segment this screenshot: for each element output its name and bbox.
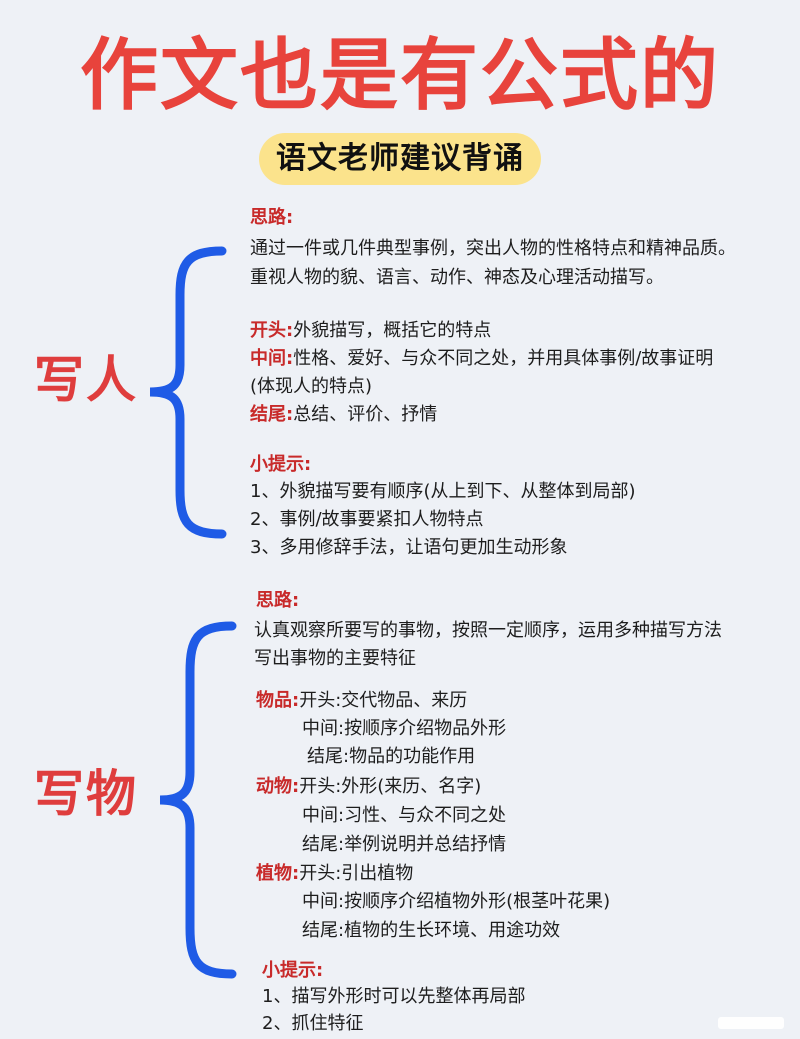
structure-key: 中间: <box>250 348 294 369</box>
object-category-line: 中间:习性、与众不同之处 <box>302 805 507 826</box>
object-category-line: 物品:开头:交代物品、来历 <box>256 688 467 714</box>
object-category-line: 中间:按顺序介绍物品外形 <box>302 718 507 739</box>
object-thinking-line: 认真观察所要写的事物，按照一定顺序，运用多种描写方法 <box>254 620 722 641</box>
person-structure-line: 开头:外貌描写，概括它的特点 <box>250 318 491 344</box>
person-tips-heading: 小提示: <box>250 454 312 475</box>
person-structure-line: 中间:性格、爱好、与众不同之处，并用具体事例/故事证明 <box>250 346 713 372</box>
object-category-line: 植物:开头:引出植物 <box>256 861 413 887</box>
category-name: 动物: <box>256 776 300 797</box>
structure-text: (体现人的特点) <box>250 376 373 397</box>
object-thinking-line: 写出事物的主要特征 <box>254 648 416 669</box>
person-thinking-line: 通过一件或几件典型事例，突出人物的性格特点和精神品质。 <box>250 238 736 259</box>
brace-person-icon <box>149 246 227 539</box>
structure-key: 结尾: <box>250 404 294 425</box>
structure-text: 外貌描写，概括它的特点 <box>293 320 492 341</box>
structure-text: 性格、爱好、与众不同之处，并用具体事例/故事证明 <box>293 348 714 369</box>
object-category-line: 结尾:举例说明并总结抒情 <box>302 834 507 855</box>
brace-object-icon <box>159 621 237 979</box>
object-tip: 1、描写外形时可以先整体再局部 <box>262 986 526 1007</box>
category-name: 物品: <box>256 690 300 711</box>
section-label-object: 写物 <box>34 765 138 823</box>
object-category-line: 结尾:植物的生长环境、用途功效 <box>302 920 561 941</box>
person-tip: 2、事例/故事要紧扣人物特点 <box>250 509 484 530</box>
object-tips-heading: 小提示: <box>262 960 324 981</box>
object-category-line: 动物:开头:外形(来历、名字) <box>256 774 481 800</box>
section-label-person: 写人 <box>34 351 138 409</box>
person-tip: 1、外貌描写要有顺序(从上到下、从整体到局部) <box>250 481 636 502</box>
watermark-block <box>718 1017 784 1029</box>
person-tip: 3、多用修辞手法，让语句更加生动形象 <box>250 537 568 558</box>
object-tip: 2、抓住特征 <box>262 1013 364 1034</box>
category-name: 植物: <box>256 863 300 884</box>
object-category-line: 中间:按顺序介绍植物外形(根茎叶花果) <box>302 891 611 912</box>
structure-text: 总结、评价、抒情 <box>293 404 438 425</box>
page-title: 作文也是有公式的 <box>79 31 720 121</box>
category-text: 开头:外形(来历、名字) <box>299 776 482 797</box>
structure-key: 开头: <box>250 320 294 341</box>
subtitle-badge: 语文老师建议背诵 <box>259 133 541 185</box>
person-thinking-line: 重视人物的貌、语言、动作、神态及心理活动描写。 <box>250 267 664 288</box>
category-text: 开头:交代物品、来历 <box>299 690 468 711</box>
object-thinking-heading: 思路: <box>256 590 300 611</box>
category-text: 开头:引出植物 <box>299 863 414 884</box>
person-thinking-heading: 思路: <box>250 207 294 228</box>
object-category-line: 结尾:物品的功能作用 <box>307 746 476 767</box>
person-structure-line: (体现人的特点) <box>250 374 372 400</box>
person-structure-line: 结尾:总结、评价、抒情 <box>250 402 437 428</box>
